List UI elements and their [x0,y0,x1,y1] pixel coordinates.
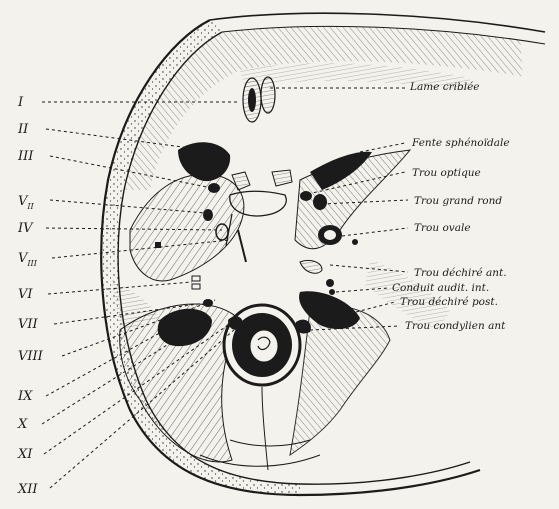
label-trou-grand-rond: Trou grand rond [414,195,502,207]
label-trou-optique: Trou optique [412,167,481,179]
label-nerve-5-ii: VII [18,194,35,211]
label-trou-condylien: Trou condylien ant [405,320,506,332]
label-nerve-3: III [17,149,34,164]
label-nerve-12: XII [17,482,38,497]
middle-fossa [130,142,410,289]
label-lame-criblee: Lame criblée [409,81,480,93]
label-nerve-1: I [17,95,24,110]
label-trou-dechire-post: Trou déchiré post. [400,296,498,308]
label-nerve-7: VII [18,317,39,332]
label-nerve-5-iii: VIII [18,251,38,268]
label-nerve-2: II [17,122,29,137]
label-nerve-4: IV [17,221,34,236]
label-trou-ovale: Trou ovale [414,222,471,234]
label-nerve-11: XI [17,447,33,462]
label-nerve-10: X [17,417,28,432]
left-labels: I II III VII IV VIII VI VII VIII IX X XI… [17,95,44,497]
label-conduit-auditif: Conduit audit. int. [392,282,489,294]
label-fente-sphenoidale: Fente sphénoïdale [411,137,510,149]
label-nerve-8: VIII [18,349,44,364]
label-trou-dechire-ant: Trou déchiré ant. [414,267,507,279]
label-nerve-6: VI [18,287,33,302]
label-nerve-9: IX [17,389,33,404]
